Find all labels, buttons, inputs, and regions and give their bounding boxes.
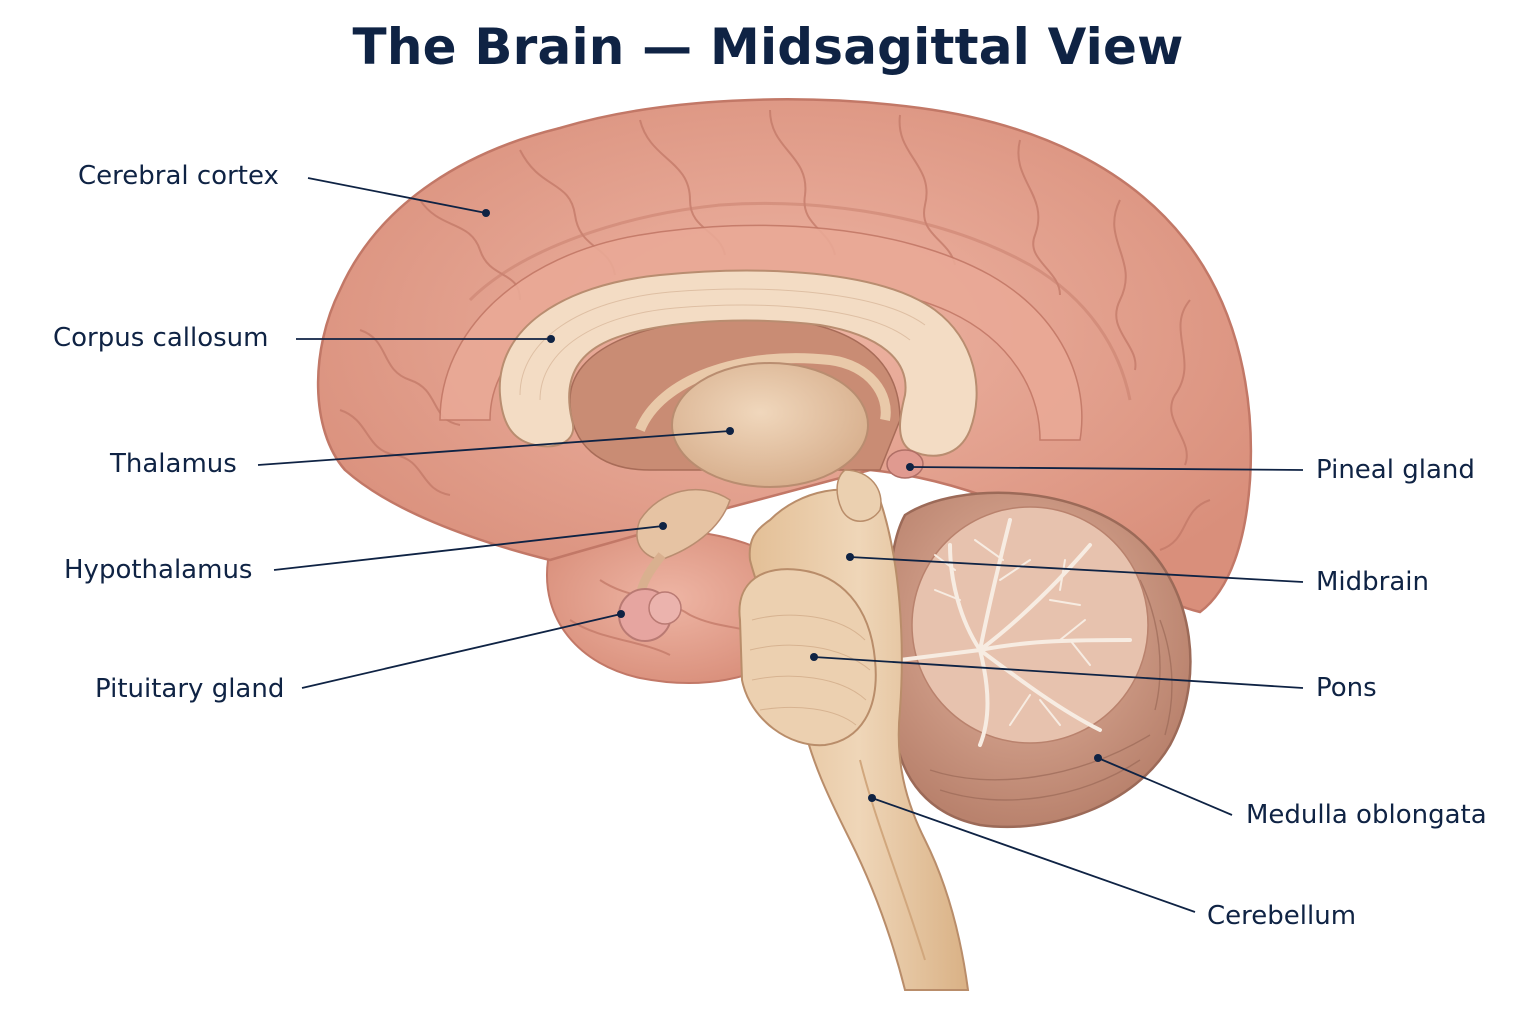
leader-midbrain: [849, 556, 1304, 583]
corpus-callosum-striations: [519, 288, 926, 401]
leader-cerebral-cortex: [307, 177, 487, 214]
label-hypothalamus: Hypothalamus: [64, 555, 253, 585]
label-thalamus: Thalamus: [110, 449, 237, 479]
gyri-folds: [339, 109, 1211, 656]
label-cerebellum: Cerebellum: [1207, 901, 1357, 931]
leader-pineal-gland: [909, 466, 1304, 471]
diagram-title: The Brain — Midsagittal View: [352, 18, 1184, 76]
arbor-vitae-branches: [898, 518, 1132, 747]
hypothalamus-shape: [636, 488, 731, 561]
leader-cerebellum: [871, 797, 1196, 913]
label-medulla-oblongata: Medulla oblongata: [1246, 800, 1487, 830]
label-pineal-gland: Pineal gland: [1316, 455, 1475, 485]
label-pons: Pons: [1316, 673, 1377, 703]
leader-lines: [257, 177, 1304, 913]
leader-thalamus: [257, 430, 731, 466]
leader-hypothalamus: [273, 525, 664, 571]
thalamus-shape: [671, 362, 869, 488]
label-cerebral-cortex: Cerebral cortex: [78, 161, 279, 191]
fornix-shape: [635, 353, 891, 433]
spinal-cord-line: [859, 759, 926, 961]
label-corpus-callosum: Corpus callosum: [53, 323, 269, 353]
pineal-gland-shape: [886, 449, 924, 479]
cerebellum-folia: [929, 579, 1173, 801]
label-midbrain: Midbrain: [1316, 567, 1429, 597]
pons-texture: [749, 614, 871, 726]
midbrain-tectum-shape: [836, 469, 882, 522]
leader-pituitary-gland: [301, 613, 622, 689]
leader-pons: [813, 656, 1304, 689]
label-pituitary-gland: Pituitary gland: [95, 674, 285, 704]
arbor-vitae-core: [911, 506, 1149, 744]
leader-medulla-oblongata: [1097, 757, 1233, 816]
